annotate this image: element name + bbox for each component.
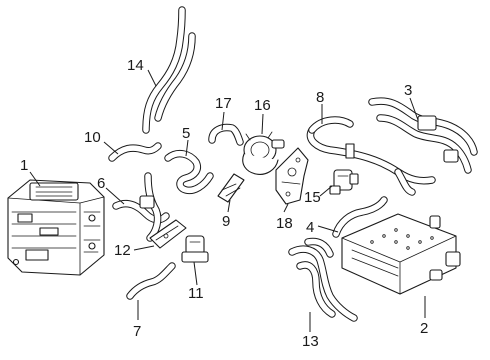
- callout-5: 5: [182, 125, 190, 142]
- part-7-hose: [126, 262, 176, 300]
- callout-16: 16: [254, 97, 271, 114]
- callout-11: 11: [188, 285, 204, 302]
- part-16-water-pump: [242, 131, 285, 175]
- callout-10: 10: [84, 129, 101, 146]
- callout-2: 2: [420, 320, 428, 337]
- part-11-valve: [181, 235, 209, 263]
- callout-13: 13: [302, 333, 319, 350]
- part-8-coolant-pipe: [306, 116, 436, 196]
- part-3-hose-assembly: [368, 97, 478, 174]
- callout-18: 18: [276, 215, 293, 232]
- part-17-hose: [208, 123, 244, 146]
- callout-15: 15: [304, 189, 321, 206]
- part-6-hose-assembly: [112, 172, 170, 242]
- part-15-valve: [329, 169, 359, 195]
- callout-4: 4: [306, 219, 314, 236]
- callout-labels: 1 2 3 4 5 6 7 8 9 10 11 12 13 14 15 16 1…: [20, 57, 428, 350]
- part-13-pipe-assembly: [288, 237, 358, 322]
- callout-17: 17: [215, 95, 232, 112]
- part-4-hose: [332, 196, 388, 238]
- part-10-hose: [108, 142, 162, 162]
- callout-3: 3: [404, 82, 412, 99]
- callout-1: 1: [20, 157, 28, 174]
- part-18-bracket: [275, 147, 309, 205]
- callout-12: 12: [114, 242, 131, 259]
- part-14-upper-hose: [142, 6, 196, 134]
- callout-8: 8: [316, 89, 324, 106]
- callout-7: 7: [133, 323, 141, 340]
- part-12-bracket: [149, 219, 187, 249]
- callout-14: 14: [127, 57, 144, 74]
- part-5-hose: [164, 149, 214, 195]
- leader-lines: [29, 69, 426, 332]
- part-1-power-module: [7, 179, 105, 276]
- callout-9: 9: [222, 213, 230, 230]
- callout-6: 6: [97, 175, 105, 192]
- part-2-charger-module: [341, 213, 461, 295]
- part-9-connector: [217, 173, 245, 203]
